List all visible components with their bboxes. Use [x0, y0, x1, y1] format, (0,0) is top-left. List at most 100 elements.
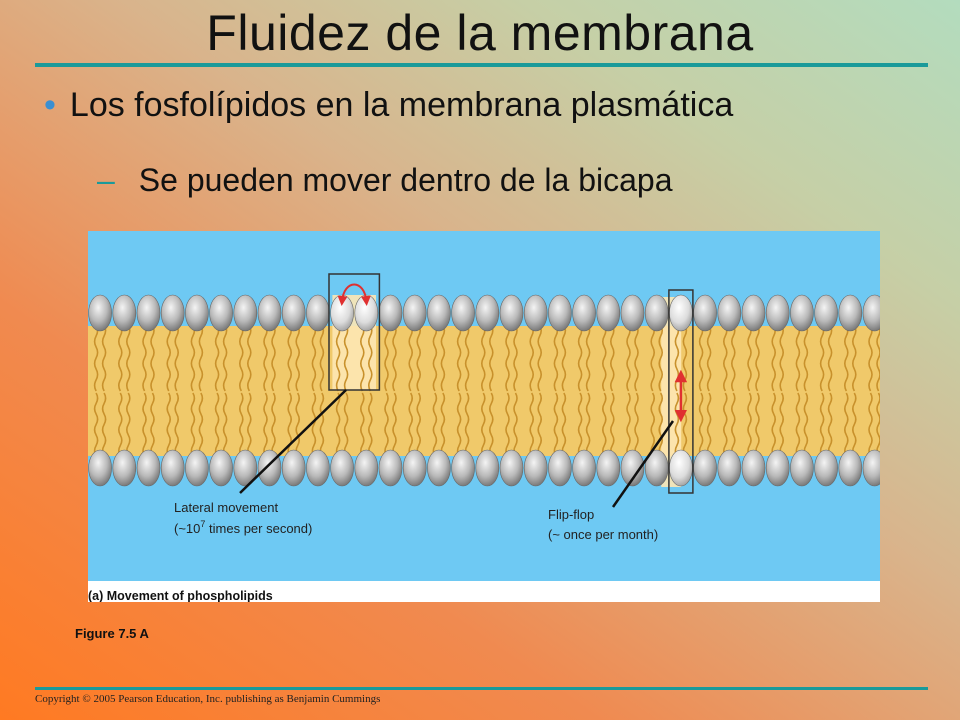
footer-rule [35, 687, 928, 690]
phospholipid-head-bottom [330, 449, 354, 487]
phospholipid-head-bottom [402, 449, 427, 487]
tail-upper [93, 324, 107, 392]
phospholipid-head-bottom [523, 449, 548, 487]
bullet-2-text: Se pueden mover dentro de la bicapa [138, 162, 673, 198]
tail-upper [335, 324, 349, 392]
tail-upper [819, 324, 833, 392]
dash-icon: – [97, 162, 115, 198]
tail-upper [384, 324, 397, 392]
phospholipid-head-top [717, 294, 742, 332]
tail-upper [698, 324, 712, 392]
tail-lower [553, 392, 567, 457]
tail-upper [239, 324, 252, 392]
phospholipid-head-top [499, 294, 524, 332]
tail-lower [335, 392, 349, 457]
lateral-label-line1: Lateral movement [174, 500, 278, 515]
tail-lower [384, 392, 397, 457]
tail-upper [214, 324, 228, 392]
tail-upper [166, 324, 179, 392]
phospholipid-head-top [814, 294, 838, 332]
phospholipid-head-top [112, 294, 137, 332]
phospholipid-head-bottom [451, 449, 475, 487]
tail-upper [408, 324, 421, 392]
phospholipid-head-top [378, 294, 403, 332]
phospholipid-head-top [741, 294, 766, 332]
phospholipid-head-bottom [185, 449, 209, 487]
title-underline [35, 63, 928, 67]
bullet-1: •Los fosfolípidos en la membrana plasmát… [44, 86, 733, 125]
phospholipid-head-top [765, 294, 790, 332]
tail-upper [771, 324, 784, 392]
phospholipid-head-top [475, 294, 500, 332]
tail-lower [505, 392, 518, 457]
tail-lower [723, 392, 736, 457]
tail-lower [360, 392, 373, 457]
phospholipid-head-top [306, 294, 330, 332]
tail-upper [553, 324, 567, 392]
phospholipid-head-bottom [306, 449, 330, 487]
phospholipid-head-bottom [209, 449, 233, 487]
tail-lower [239, 392, 252, 457]
tail-lower [481, 392, 494, 457]
phospholipid-head-bottom [233, 449, 258, 487]
tail-lower [456, 392, 470, 457]
phospholipid-head-top [257, 294, 282, 332]
tail-upper [844, 324, 857, 392]
phospholipid-head-bottom [160, 449, 185, 487]
tail-upper [723, 324, 736, 392]
tail-lower [819, 392, 833, 457]
tail-lower [868, 392, 880, 457]
phospholipid-head-top [451, 294, 475, 332]
tail-upper [287, 324, 300, 392]
tail-lower [214, 392, 228, 457]
copyright-text: Copyright © 2005 Pearson Education, Inc.… [35, 693, 381, 705]
phospholipid-head-bottom [427, 449, 451, 487]
tail-lower [747, 392, 760, 457]
phospholipid-head-bottom [717, 449, 742, 487]
tail-upper [602, 324, 615, 392]
tail-lower [577, 392, 591, 457]
phospholipid-head-top [88, 294, 112, 332]
phospholipid-head-top [596, 294, 621, 332]
phospholipid-head-bottom [620, 449, 645, 487]
bullet-2: –Se pueden mover dentro de la bicapa [97, 162, 673, 199]
tail-upper [747, 324, 760, 392]
phospholipid-head-bottom [572, 449, 596, 487]
tail-lower [118, 392, 131, 457]
tail-lower [698, 392, 712, 457]
phospholipid-head-top [209, 294, 233, 332]
phospholipid-head-top [548, 294, 572, 332]
phospholipid-head-top [427, 294, 451, 332]
panel-label: (a) Movement of phospholipids [88, 589, 273, 602]
tail-upper [118, 324, 131, 392]
phospholipid-head-bottom [741, 449, 766, 487]
panel-label-strip [88, 581, 880, 602]
tail-lower [529, 392, 542, 457]
phospholipid-head-top [281, 294, 306, 332]
phospholipid-head-bottom [765, 449, 790, 487]
tail-upper [311, 324, 325, 392]
tail-lower [142, 392, 155, 457]
tail-lower [602, 392, 615, 457]
tail-lower [626, 392, 639, 457]
tail-lower [795, 392, 809, 457]
phospholipid-head-top [620, 294, 645, 332]
tail-upper [577, 324, 591, 392]
phospholipid-head-bottom [475, 449, 500, 487]
tail-lower [93, 392, 107, 457]
phospholipid-head-top [572, 294, 596, 332]
phospholipid-head-top [136, 294, 161, 332]
flipflop-leader-line [611, 420, 675, 508]
tail-lower [190, 392, 204, 457]
phospholipid-head-top [644, 294, 669, 332]
lateral-label-line2: (~107 times per second) [174, 519, 312, 536]
tail-upper [529, 324, 542, 392]
tail-lower [650, 392, 663, 457]
tail-upper [481, 324, 494, 392]
phospholipid-head-top [669, 294, 693, 332]
flipflop-label-line2: (~ once per month) [548, 527, 658, 542]
phospholipid-head-bottom [596, 449, 621, 487]
phospholipid-head-bottom [693, 449, 717, 487]
tail-upper [626, 324, 639, 392]
bullet-dot-icon: • [44, 86, 56, 124]
